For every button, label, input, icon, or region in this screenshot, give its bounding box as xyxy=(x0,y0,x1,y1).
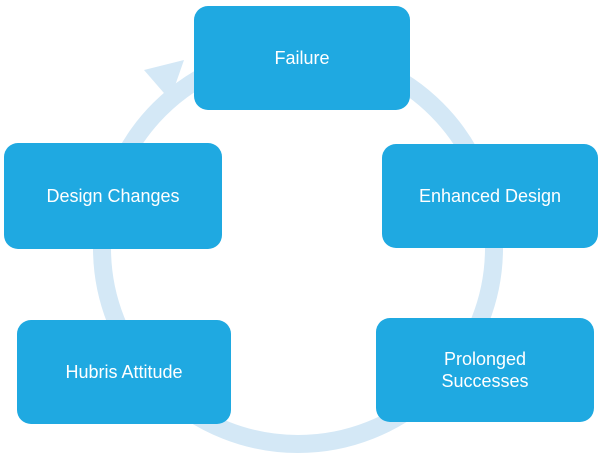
node-prolonged-successes-label-line1: Prolonged xyxy=(443,349,527,369)
node-enhanced-design-label: Enhanced Design xyxy=(418,186,562,206)
node-failure-label: Failure xyxy=(274,48,330,68)
node-design-changes: Design Changes xyxy=(4,143,222,249)
node-prolonged-successes-label-line2: Successes xyxy=(441,371,529,391)
cycle-arrowhead-icon xyxy=(144,60,184,100)
node-failure: Failure xyxy=(194,6,410,110)
node-prolonged-successes: Prolonged Successes xyxy=(376,318,594,422)
node-hubris-attitude-label: Hubris Attitude xyxy=(65,362,183,382)
node-hubris-attitude: Hubris Attitude xyxy=(17,320,231,424)
node-design-changes-label: Design Changes xyxy=(46,186,180,206)
node-enhanced-design: Enhanced Design xyxy=(382,144,598,248)
